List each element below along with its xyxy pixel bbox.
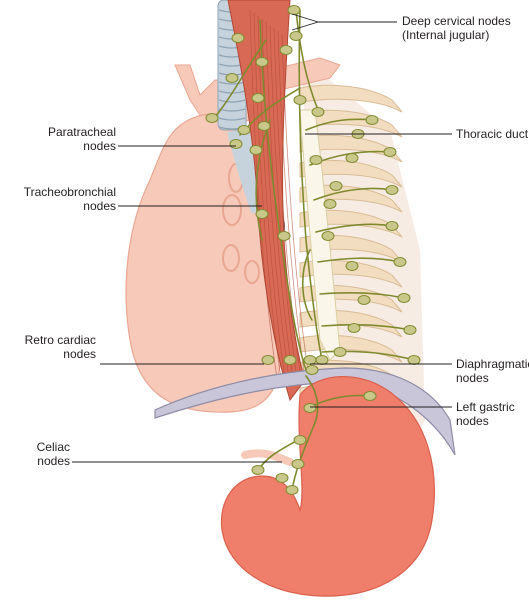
lymph-vessel (259, 19, 307, 371)
lymph-node (311, 107, 325, 117)
celiac-trunk (241, 449, 294, 466)
label-retro-cardiac-line2: nodes (63, 347, 96, 361)
label-tracheobronchial-nodes: Tracheobronchial nodes (6, 185, 116, 213)
lymph-vessel (295, 9, 319, 111)
lymph-node (321, 231, 335, 241)
lymph-vessel (301, 249, 313, 321)
muscle-fiber (265, 21, 295, 386)
leader-deep-cervical (291, 13, 397, 31)
label-diaphragmatic-line2: nodes (456, 371, 489, 385)
lymph-vessel (315, 223, 393, 233)
label-thoracic-duct-line1: Thoracic duct (456, 127, 529, 141)
muscle-fiber (269, 24, 299, 386)
lymph-node (385, 221, 399, 231)
lymph-node (231, 33, 245, 43)
muscle-fiber (277, 30, 307, 386)
muscle-fiber (281, 33, 311, 386)
lymph-node (363, 391, 377, 401)
lymph-node (285, 485, 299, 495)
lymph-vessel (313, 187, 393, 201)
lymph-node (365, 115, 379, 125)
label-paratracheal-nodes: Paratracheal nodes (20, 125, 116, 153)
lymph-node (225, 73, 239, 83)
rib (299, 134, 403, 163)
lymph-node (283, 355, 297, 365)
rib (299, 84, 403, 113)
muscle-fiber (273, 27, 303, 386)
lymph-node (205, 113, 219, 123)
trachea-ring (218, 99, 246, 103)
label-diaphragmatic-nodes: Diaphragmatic nodes (456, 357, 529, 385)
lymph-node (275, 473, 289, 483)
lymph-vessel (255, 119, 271, 241)
lymph-node (345, 153, 359, 163)
label-paratracheal-line1: Paratracheal (47, 125, 116, 139)
lymph-node (333, 347, 347, 357)
label-celiac-nodes: Celiac nodes (10, 440, 70, 468)
lymph-node (303, 403, 317, 413)
lymph-node (229, 139, 243, 149)
label-tracheobronchial-line2: nodes (83, 199, 116, 213)
lymph-vessel (321, 350, 415, 361)
lymph-node (293, 435, 307, 445)
lymph-node (237, 125, 251, 135)
trachea-ring (218, 117, 246, 121)
leader-lines (72, 13, 452, 463)
lymph-node (279, 45, 293, 55)
lymph-node (255, 209, 269, 219)
lymph-node (403, 325, 417, 335)
lymph-node (255, 57, 269, 67)
lymph-node (277, 231, 291, 241)
label-left-gastric-nodes: Left gastric nodes (456, 400, 515, 428)
lymph-vessel (213, 39, 267, 119)
lymph-node (293, 95, 307, 105)
lymph-node (303, 355, 317, 365)
lymph-node (287, 5, 301, 15)
lymph-node (393, 257, 407, 267)
lymph-node (251, 93, 265, 103)
label-diaphragmatic-line1: Diaphragmatic (456, 357, 529, 371)
lymph-vessel (291, 375, 319, 491)
lymph-node (261, 355, 275, 365)
lymph-node (309, 155, 323, 165)
rib (299, 109, 403, 138)
label-thoracic-duct: Thoracic duct (456, 127, 528, 141)
rib (299, 159, 403, 188)
muscle-fiber (261, 18, 291, 386)
lymph-vessel (317, 257, 401, 263)
lymph-node (383, 147, 397, 157)
label-tracheobronchial-line1: Tracheobronchial (23, 185, 116, 199)
lymph-node (305, 365, 319, 375)
label-celiac-line2: nodes (37, 454, 70, 468)
lymph-vessel (321, 324, 411, 331)
lymph-node (347, 323, 361, 333)
label-retro-cardiac-line1: Retro cardiac (24, 333, 96, 347)
label-deep-cervical-line1: Deep cervical nodes (402, 14, 511, 28)
lymph-node (407, 355, 421, 365)
lymph-node (251, 465, 265, 475)
label-deep-cervical-nodes: Deep cervical nodes (Internal jugular) (402, 14, 511, 42)
lymph-node (357, 295, 371, 305)
lymph-node (257, 121, 271, 131)
lymph-vessel (298, 9, 323, 361)
lymph-node (397, 293, 411, 303)
stomach (220, 375, 435, 597)
lymph-node (323, 199, 337, 209)
label-left-gastric-line1: Left gastric (456, 400, 515, 414)
label-paratracheal-line2: nodes (83, 139, 116, 153)
lymph-node (289, 31, 303, 41)
lymph-node (291, 459, 305, 469)
lymph-node (385, 185, 399, 195)
lymph-node (345, 261, 359, 271)
label-deep-cervical-line2: (Internal jugular) (402, 28, 490, 42)
lymph-node (329, 181, 343, 191)
label-retro-cardiac-nodes: Retro cardiac nodes (0, 333, 96, 361)
label-left-gastric-line2: nodes (456, 414, 489, 428)
lymph-vessel (319, 292, 405, 299)
lymph-node (249, 145, 263, 155)
lymph-node (315, 355, 329, 365)
label-celiac-line1: Celiac (36, 440, 70, 454)
